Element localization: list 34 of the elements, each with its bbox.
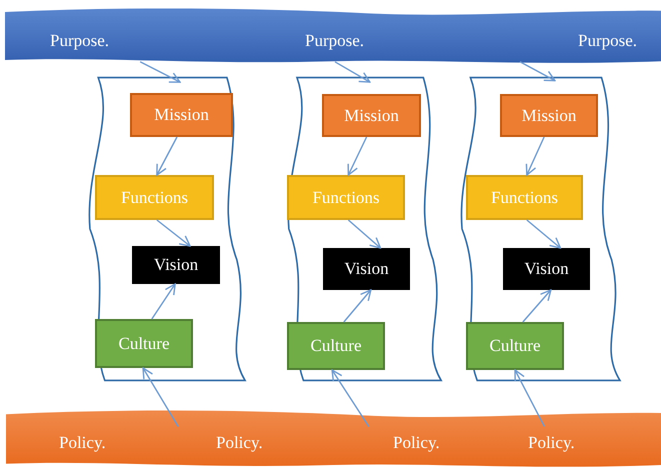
arrow [334, 61, 371, 83]
arrow [520, 61, 556, 82]
arrow [526, 136, 545, 176]
process-box: Functions [466, 175, 583, 220]
process-box: Functions [95, 175, 214, 220]
process-box: Vision [132, 246, 220, 284]
band-label: Purpose. [578, 31, 638, 51]
band-label: Policy. [528, 433, 575, 453]
arrow [343, 289, 372, 322]
arrow [348, 219, 382, 249]
arrow [522, 289, 552, 322]
process-box: Mission [322, 94, 421, 137]
process-box: Vision [323, 248, 410, 290]
process-box: Functions [287, 175, 405, 220]
band-label: Policy. [59, 433, 106, 453]
arrow [331, 369, 370, 427]
process-box: Culture [287, 322, 385, 370]
arrow [347, 136, 368, 176]
process-box: Culture [95, 319, 193, 368]
arrow [526, 219, 562, 249]
process-box: Mission [500, 94, 598, 137]
arrow [151, 283, 176, 320]
band-label: Policy. [393, 433, 440, 453]
arrow [156, 219, 191, 247]
arrow [142, 367, 179, 427]
band-label: Purpose. [50, 31, 110, 51]
process-box: Vision [503, 248, 590, 290]
arrow [156, 136, 178, 176]
process-box: Mission [130, 93, 233, 137]
arrow [140, 61, 181, 83]
process-box: Culture [466, 322, 564, 370]
arrow [514, 369, 546, 427]
band-label: Policy. [216, 433, 263, 453]
band-label: Purpose. [305, 31, 364, 51]
